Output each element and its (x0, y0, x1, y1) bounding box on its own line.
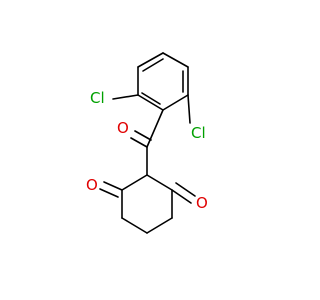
bond-c-cl1 (112, 94, 139, 100)
chlorine-atom-label: Cl (191, 124, 206, 142)
oxygen-atom-label: O (117, 119, 129, 137)
bond (162, 52, 189, 68)
bond (146, 174, 173, 191)
bond-c-cl2 (187, 94, 191, 124)
aromatic-double-bond (141, 92, 161, 105)
ketone-double-bond (134, 130, 152, 141)
bond-aryl-carbonyl (146, 109, 164, 148)
benzene-ring (137, 52, 189, 111)
background (0, 0, 300, 300)
ring-carbonyl-double-bond (175, 182, 196, 197)
bond (146, 217, 173, 234)
ring-carbonyl-double-bond (171, 189, 192, 204)
bond (121, 217, 148, 234)
chlorine-atom-label: Cl (90, 89, 105, 107)
bond (121, 174, 148, 191)
oxygen-atom-label: O (196, 194, 208, 212)
oxygen-atom-label: O (86, 176, 98, 194)
aromatic-double-bond (142, 58, 164, 72)
ring-carbonyl-double-bond (103, 181, 123, 191)
bond (162, 94, 189, 111)
bond (137, 52, 164, 68)
molecule-diagram: Cl Cl O O O (0, 0, 300, 300)
bond (137, 94, 164, 111)
cyclohexanedione-ring (121, 174, 173, 234)
ketone-double-bond (130, 137, 148, 148)
ring-carbonyl-double-bond (99, 188, 119, 198)
